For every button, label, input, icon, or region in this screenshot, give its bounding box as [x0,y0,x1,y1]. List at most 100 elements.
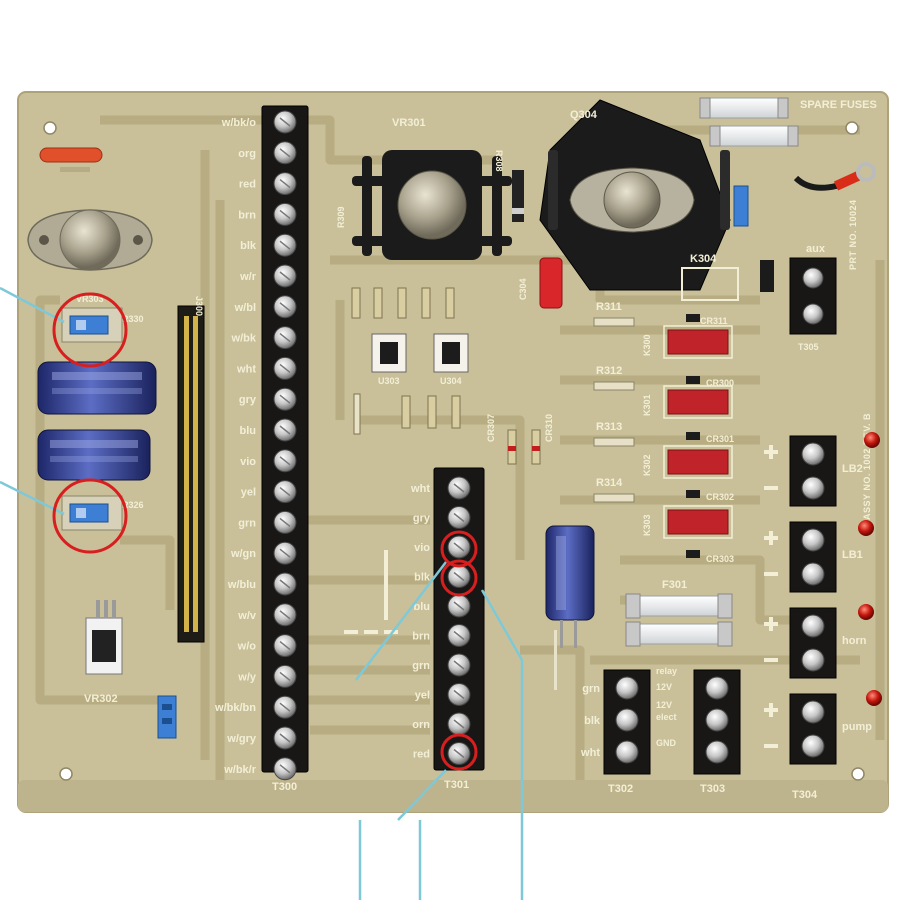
diode-r308 [512,170,524,222]
resistor-r314 [593,493,635,503]
t300-screw-slot [279,302,291,312]
t300-wire-label: w/bk [231,333,257,345]
t300-wire-label: vio [240,456,256,468]
electrolytic-capacitor-main [545,525,595,690]
ic-u303 [371,333,407,373]
t301-screw-slot [453,660,465,670]
t301-wire-label: brn [412,631,430,643]
assembly-number-label: ASSY NO. 1002 REV. B [862,413,872,520]
t300-wire-label: blu [240,425,257,437]
t300-screw-slot [279,148,291,158]
t300-wire-label: grn [238,517,256,529]
t300-screw-slot [279,271,291,281]
t301-wire-label: yel [415,690,430,702]
t304-screw [801,614,825,638]
t302-side-label: GND [656,738,677,748]
highlight-vr304 [52,478,128,554]
t301-wire-label: blu [414,601,431,613]
t300-wire-label: w/bl [234,302,256,314]
t300-wire-label: w/bk/bn [214,702,256,714]
plus-sign-stem [769,617,773,631]
relay-k301 [663,385,733,419]
resistor-r312 [593,381,635,391]
t301-screw-slot [453,483,465,493]
fuse-f301 [625,593,733,647]
t304-channel-label: LB1 [842,549,863,561]
relay-diodes [686,314,700,558]
relay-k302 [663,445,733,479]
t301-wire-label: grn [412,660,430,672]
q304-label: Q304 [570,109,598,121]
diodes-cr307-cr310 [507,429,541,465]
t300-screw-slot [279,548,291,558]
t300-screw-slot [279,425,291,435]
r330-label: R330 [122,314,144,324]
t302-wire-label: wht [580,747,600,759]
t300-screw-slot [279,363,291,373]
part-number-label: PRT NO. 10024 [848,199,858,270]
r311-label: R311 [596,301,622,313]
k301-label: K301 [642,394,652,416]
mounting-holes [43,121,865,781]
t301-screw-slot [453,542,465,552]
t300-screw-slot [279,517,291,527]
small-red-fuse [39,147,103,172]
t300-screw-slot [279,456,291,466]
t301-screw-slot [453,719,465,729]
t300-screw-slot [279,610,291,620]
left-capacitor-lower [37,429,151,481]
t300-wire-label: w/v [237,610,257,622]
u303-label: U303 [378,376,400,386]
trimmer-pot-lower [61,495,123,531]
t302-side-label: relay [656,666,677,676]
cr311-label: CR311 [700,316,728,326]
t304-screw [801,528,825,552]
t300-screw-slot [279,117,291,127]
t301-wire-label: vio [414,542,430,554]
t304-screw [801,648,825,672]
heatsink-q304 [539,99,731,291]
relay-k304-outline [681,267,739,301]
t301-screw-slot [453,512,465,523]
t300-wire-label: w/gn [230,548,256,560]
t301-screws [447,476,471,765]
t300-wire-label: w/blu [227,579,256,591]
minus-sign [764,572,778,576]
t300-wire-label: org [238,148,256,160]
cr300-label: CR300 [706,378,734,388]
t300-wire-label: w/o [237,641,257,653]
terminal-t305 [760,257,837,335]
r326-label: R326 [122,500,144,510]
highlight-circles [52,292,478,771]
plus-sign-stem [769,531,773,545]
blue-jumper [157,695,177,739]
t300-wire-label: w/r [239,271,257,283]
small-diode-row [353,393,461,435]
highlight-t301-blk [440,559,478,597]
left-power-transistor [27,209,153,271]
t300-wire-label: gry [239,394,257,406]
minus-sign [764,658,778,662]
t301-label: T301 [444,779,469,791]
highlight-vr303 [52,292,128,368]
t302-wire-label: blk [584,715,601,727]
plus-sign-stem [769,703,773,717]
t300-screw-slot [279,179,291,189]
terminal-t303 [693,669,741,775]
resistor-row [351,287,455,319]
t300-screw-slot [279,671,291,681]
r313-label: R313 [596,421,622,433]
t301-screw-slot [453,748,465,759]
k300-label: K300 [642,334,652,356]
highlight-t301-vio [440,530,478,568]
t304-screw [801,700,825,724]
r308-label: R308 [494,150,504,172]
f301-label: F301 [662,579,687,591]
left-capacitor-upper [37,361,157,415]
t301-wire-label: wht [410,483,430,495]
t300-screw-slot [279,240,291,250]
t301-wire-label: red [413,749,430,761]
